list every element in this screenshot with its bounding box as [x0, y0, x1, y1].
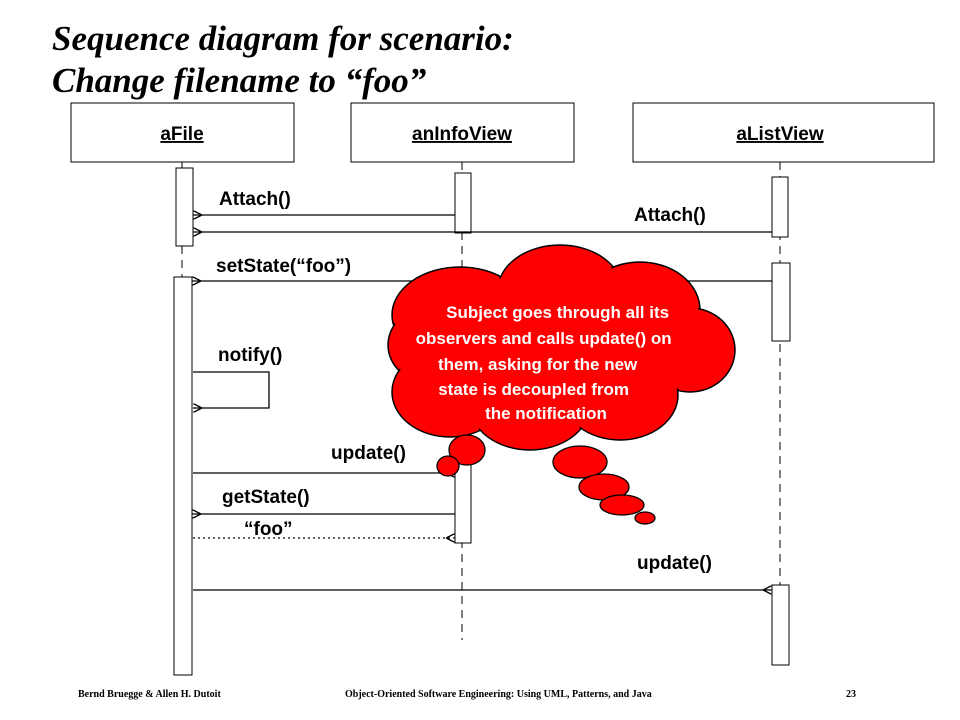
activation-alistview-1 [771, 176, 789, 238]
object-aninfoview: anInfoView [350, 102, 575, 163]
activation-aninfoview-1 [454, 172, 472, 234]
message-label-update-infoview: update() [331, 443, 406, 464]
message-label-return-foo: “foo” [244, 519, 293, 540]
object-alistview: aListView [632, 102, 935, 163]
object-aninfoview-label: anInfoView [412, 124, 512, 145]
message-label-attach-listview: Attach() [634, 205, 706, 226]
activation-afile-1 [175, 167, 194, 247]
footer-page-number: 23 [846, 689, 856, 700]
activation-alistview-3 [771, 584, 790, 666]
slide-title: Sequence diagram for scenario: Change fi… [52, 18, 514, 102]
activation-afile-2 [173, 276, 193, 676]
footer-authors: Bernd Bruegge & Allen H. Dutoit [78, 689, 221, 700]
note-line-2: observers and calls update() on [416, 329, 672, 348]
object-afile-label: aFile [160, 124, 203, 145]
message-label-getstate: getState() [222, 487, 310, 508]
message-arrow-notify [193, 371, 270, 408]
note-cloud: Subject goes through all its observers a… [387, 244, 736, 525]
note-text: Subject goes through all its observers a… [416, 303, 677, 423]
activation-aninfoview-2 [454, 461, 472, 544]
message-label-attach-infoview: Attach() [219, 189, 291, 210]
footer-book-title: Object-Oriented Software Engineering: Us… [345, 689, 652, 700]
message-label-setstate: setState(“foo”) [216, 256, 351, 277]
object-afile: aFile [70, 102, 295, 163]
title-line-1: Sequence diagram for scenario: [52, 19, 514, 58]
note-line-1: Subject goes through all its [446, 303, 669, 322]
object-alistview-label: aListView [736, 124, 824, 145]
title-line-2: Change filename to “foo” [52, 61, 427, 100]
note-line-5: the notification [485, 404, 607, 423]
note-line-3: them, asking for the new [438, 355, 638, 374]
activation-alistview-2 [771, 262, 791, 342]
message-label-notify: notify() [218, 345, 282, 366]
message-label-update-listview: update() [637, 553, 712, 574]
note-line-4: state is decoupled from [438, 380, 629, 399]
